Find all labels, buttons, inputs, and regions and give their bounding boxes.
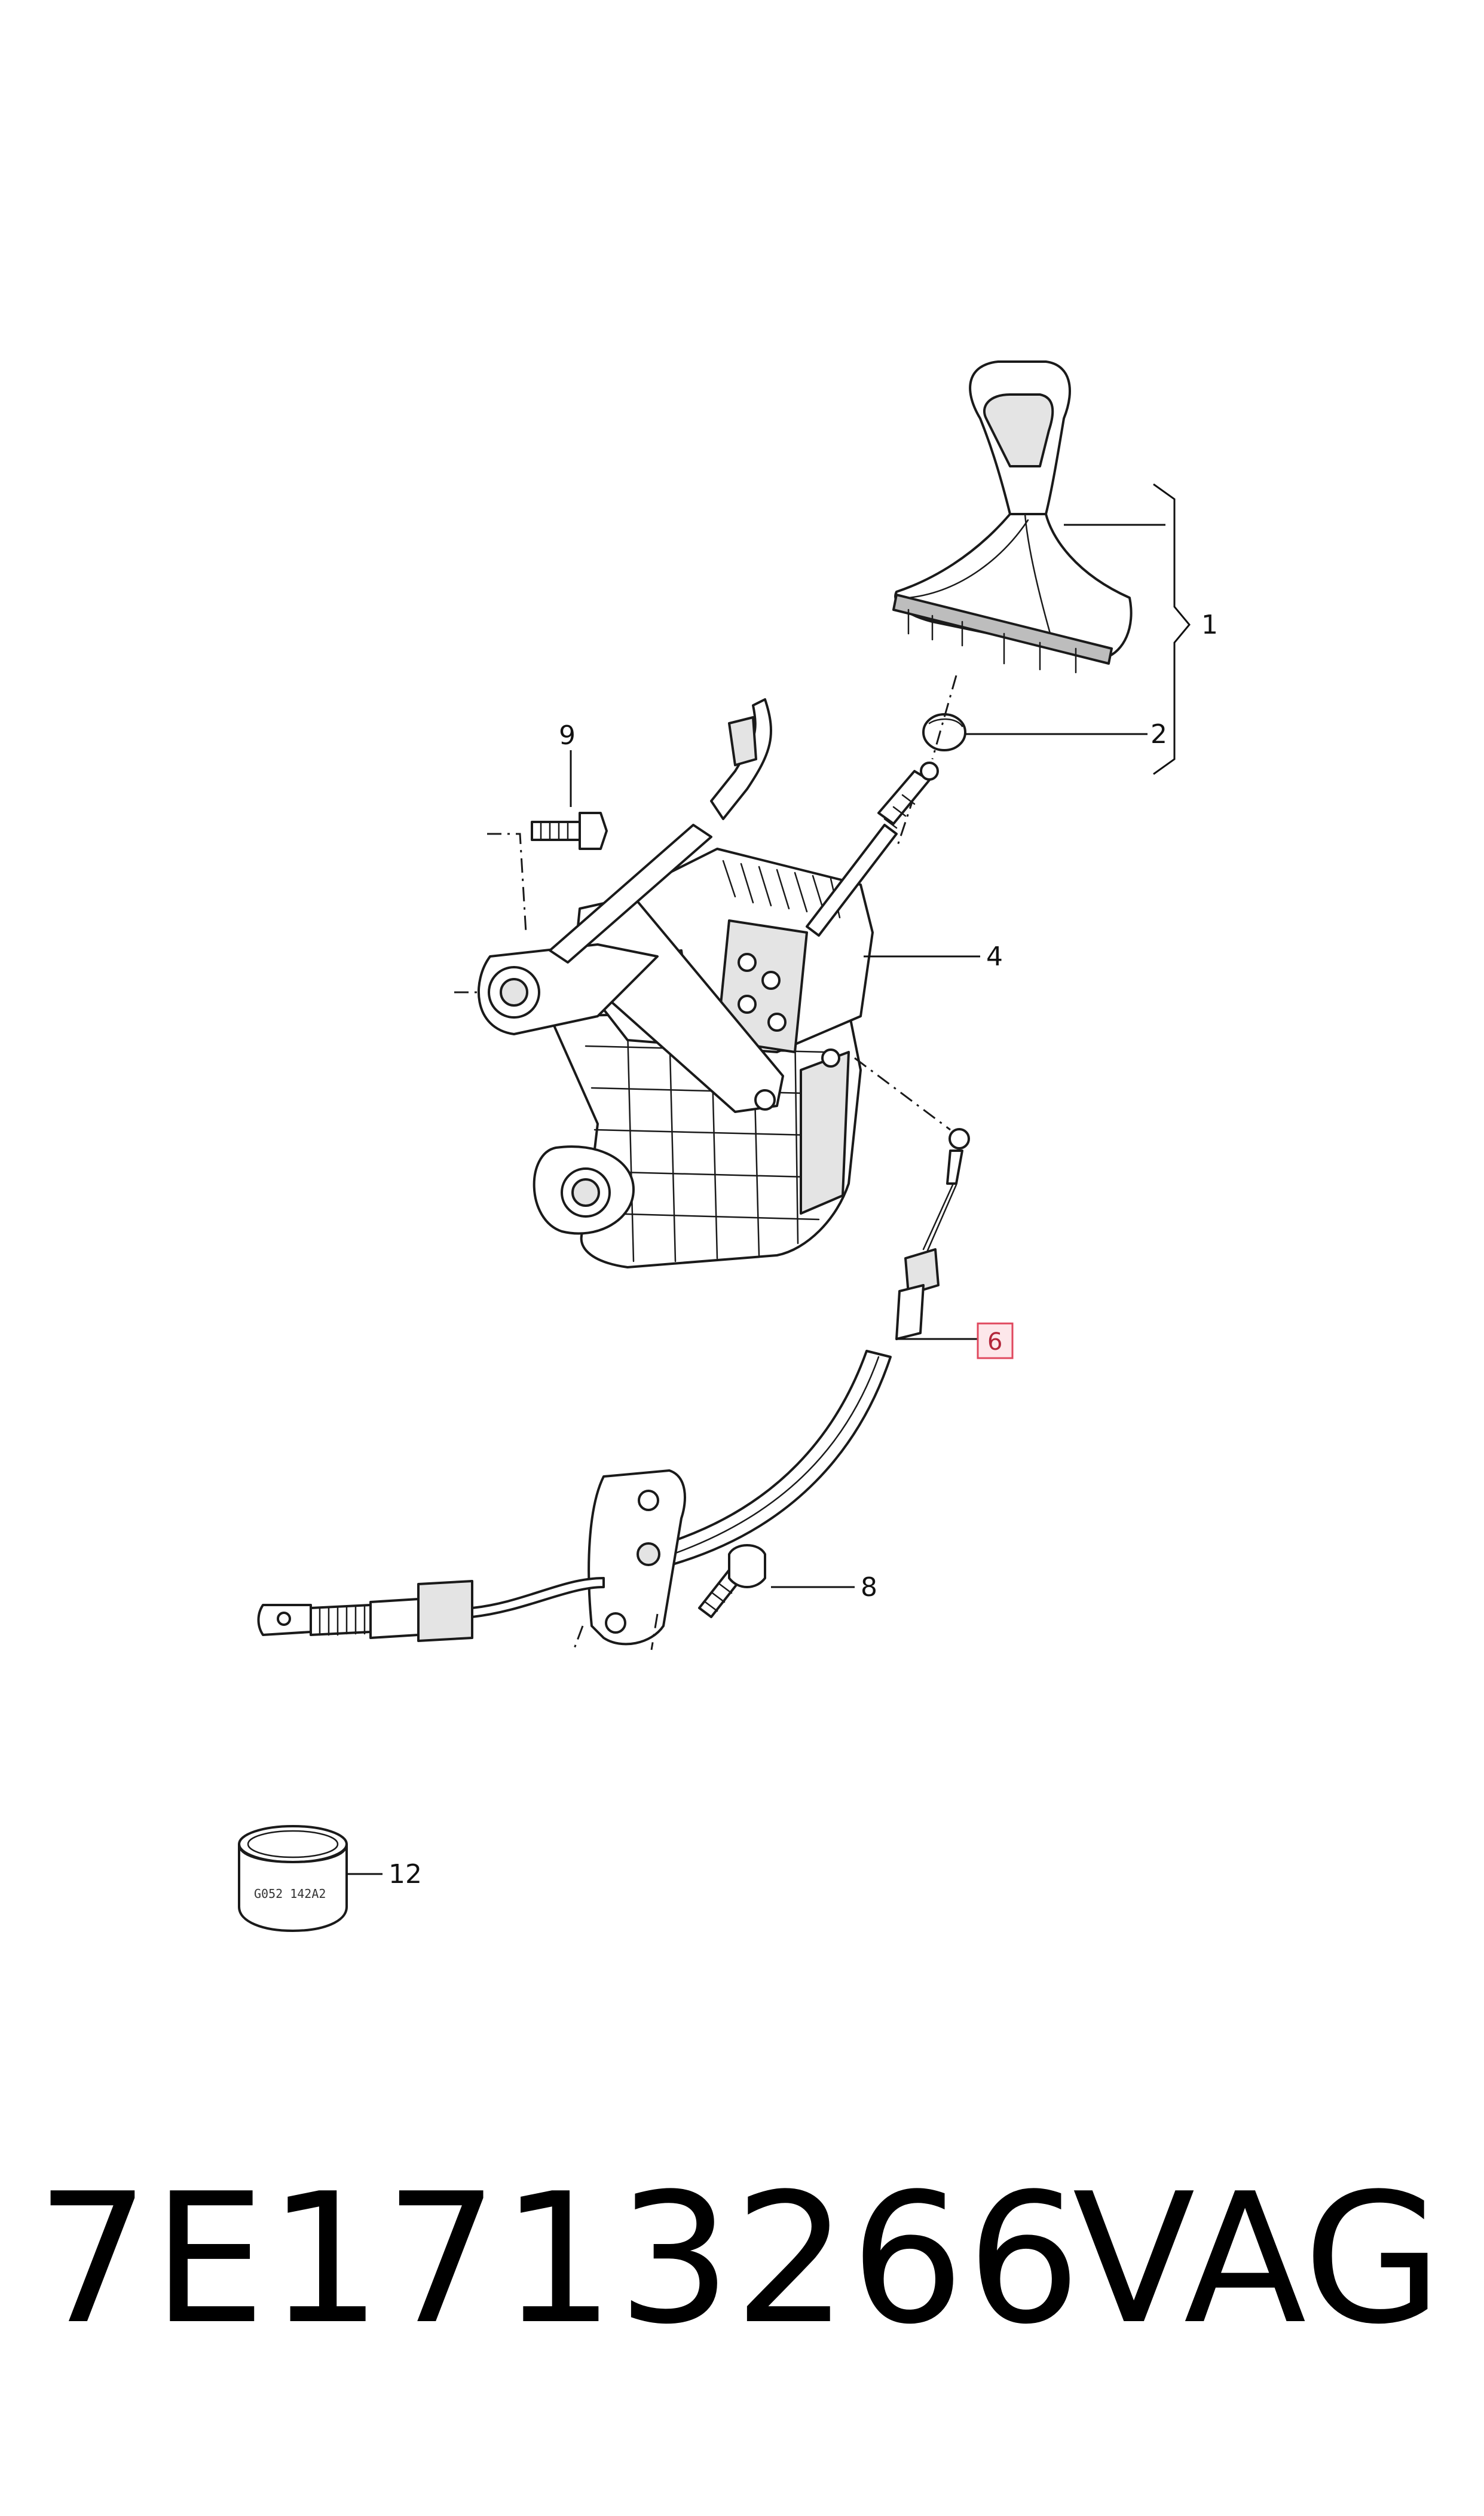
gear-shift-mechanism [477, 698, 980, 1268]
part-number: 7E1713266 [36, 2155, 1084, 2364]
callout-8: 8 [861, 1572, 877, 1603]
bolt-8 [698, 1544, 855, 1618]
brand-label: VAG [1072, 2155, 1442, 2364]
footer: 7E1713266 VAG [0, 2152, 1484, 2367]
callout-9: 9 [559, 720, 576, 751]
callout-12: 12 [388, 1859, 422, 1890]
callout-6: 6 [987, 1328, 1002, 1356]
bolt-9 [531, 750, 608, 850]
shift-cable [257, 1128, 977, 1646]
callout-6-highlight [977, 1322, 1014, 1359]
callout-1: 1 [1201, 610, 1218, 640]
gear-knob-boot [892, 360, 1165, 674]
sealing-ring-stamp: G052 142A2 [254, 1887, 326, 1901]
exploded-parts-diagram: 1 2 [238, 360, 1218, 1932]
callout-4: 4 [986, 941, 1003, 972]
sealing-ring: G052 142A2 [238, 1825, 383, 1932]
callout-2: 2 [1151, 719, 1167, 750]
callout-bracket-1 [1153, 483, 1191, 775]
clip-part [922, 713, 1148, 751]
